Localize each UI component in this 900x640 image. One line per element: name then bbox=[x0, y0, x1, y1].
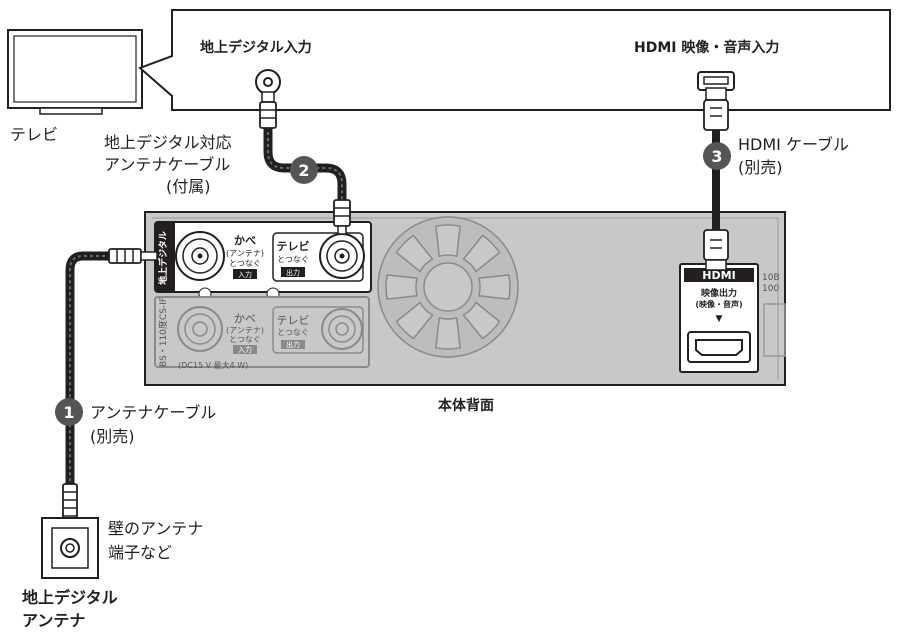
tv-label: テレビ bbox=[10, 125, 58, 144]
bs-wall-label-2: (アンテナ) bbox=[226, 326, 264, 335]
antenna-cable-1 bbox=[62, 248, 158, 525]
tv-digital-input-label: 地上デジタル入力 bbox=[200, 39, 312, 56]
step-2-badge: 2 bbox=[290, 156, 318, 184]
bs-output-tag bbox=[281, 340, 305, 349]
bs-tv-output-jack-icon bbox=[321, 308, 363, 350]
hdmi-logo-text: HDMI bbox=[702, 269, 735, 282]
hdmi-cable-3 bbox=[703, 87, 729, 271]
edge-label-2: 100 bbox=[762, 284, 779, 294]
cable-1-label-2: (別売) bbox=[90, 427, 135, 446]
fan-slot bbox=[385, 274, 419, 300]
hdmi-output-jack-icon[interactable] bbox=[687, 331, 751, 363]
hdmi-down-arrow-icon: ▼ bbox=[716, 314, 723, 324]
fan-slot bbox=[462, 234, 501, 273]
bs-tv-out-label-2: とつなぐ bbox=[277, 328, 309, 337]
bs-cs-section: BS・110度CS-IF かべ (アンテナ) とつなぐ 入力 テレビ とつなぐ … bbox=[154, 296, 370, 370]
digital-wall-label-1: かべ bbox=[234, 234, 256, 247]
bs-input-tag-label: 入力 bbox=[238, 345, 252, 354]
step-1-number: 1 bbox=[63, 403, 74, 422]
antenna-label-2: アンテナ bbox=[22, 611, 85, 630]
wall-antenna-outlet-icon bbox=[41, 517, 99, 579]
fan-slot bbox=[395, 234, 434, 273]
bs-section-label: BS・110度CS-IF bbox=[157, 297, 169, 367]
step-1-badge: 1 bbox=[55, 398, 83, 426]
cable-2-label-3: (付属) bbox=[166, 177, 211, 196]
recorder-caption: 本体背面 bbox=[438, 397, 494, 414]
bs-tv-out-label-1: テレビ bbox=[277, 314, 310, 327]
hdmi-logo-plate bbox=[684, 268, 754, 282]
antenna-label-1: 地上デジタル bbox=[22, 588, 118, 607]
digital-tv-output-jack-icon[interactable] bbox=[319, 233, 365, 279]
digital-section-label: 地上デジタル bbox=[157, 231, 169, 285]
digital-wall-input-jack-icon[interactable] bbox=[175, 231, 225, 281]
bs-wall-label-1: かべ bbox=[234, 312, 256, 325]
digital-output-tag bbox=[281, 267, 305, 277]
cable-3-label-2: (別売) bbox=[738, 158, 783, 177]
digital-tv-out-label-1: テレビ bbox=[277, 239, 310, 253]
fan-slot bbox=[462, 301, 501, 340]
cable-1-label-1: アンテナケーブル bbox=[90, 403, 216, 422]
digital-input-tag-label: 入力 bbox=[238, 270, 252, 279]
fan-grill bbox=[377, 216, 519, 358]
digital-terrestrial-section: 地上デジタル かべ (アンテナ) とつなぐ 入力 テレビ とつなぐ 出力 bbox=[154, 221, 372, 301]
bs-output-tag-label: 出力 bbox=[286, 340, 300, 349]
tv-hdmi-input-label: HDMI 映像・音声入力 bbox=[634, 39, 779, 56]
tv-illustration bbox=[7, 29, 143, 115]
power-note: (DC15 V 最大4 W) bbox=[178, 360, 248, 370]
tv-antenna-jack-icon bbox=[255, 69, 281, 95]
step-3-number: 3 bbox=[711, 147, 722, 166]
fan-slot bbox=[477, 274, 511, 300]
bs-wall-input-jack-icon bbox=[177, 306, 223, 352]
wall-label-1: 壁のアンテナ bbox=[108, 519, 203, 538]
bs-tv-output-frame bbox=[272, 306, 364, 354]
hdmi-out-label-2: (映像・音声) bbox=[695, 299, 742, 309]
step-2-number: 2 bbox=[298, 161, 309, 180]
digital-tv-out-label-2: とつなぐ bbox=[277, 255, 309, 264]
fan-slot bbox=[435, 224, 461, 258]
fan-slot bbox=[395, 301, 434, 340]
bs-input-tag bbox=[233, 345, 257, 354]
edge-label-1: 10B bbox=[762, 273, 780, 283]
tv-callout-panel bbox=[138, 9, 891, 111]
hdmi-out-label-1: 映像出力 bbox=[701, 287, 737, 299]
bs-wall-label-3: とつなぐ bbox=[229, 335, 261, 344]
digital-wall-label-3: とつなぐ bbox=[229, 259, 261, 268]
cable-3-label-1: HDMI ケーブル bbox=[738, 135, 849, 154]
fan-slot bbox=[435, 316, 461, 350]
lan-port-icon bbox=[763, 303, 786, 357]
cable-2-label-2: アンテナケーブル bbox=[104, 155, 230, 174]
wall-label-2: 端子など bbox=[108, 543, 172, 562]
hdmi-output-section: HDMI 映像出力 (映像・音声) ▼ 10B 100 bbox=[679, 263, 786, 373]
digital-input-tag bbox=[233, 269, 257, 279]
step-3-badge: 3 bbox=[703, 142, 731, 170]
cable-2-label-1: 地上デジタル対応 bbox=[104, 133, 232, 152]
digital-wall-label-2: (アンテナ) bbox=[226, 249, 264, 258]
digital-output-tag-label: 出力 bbox=[286, 268, 300, 277]
